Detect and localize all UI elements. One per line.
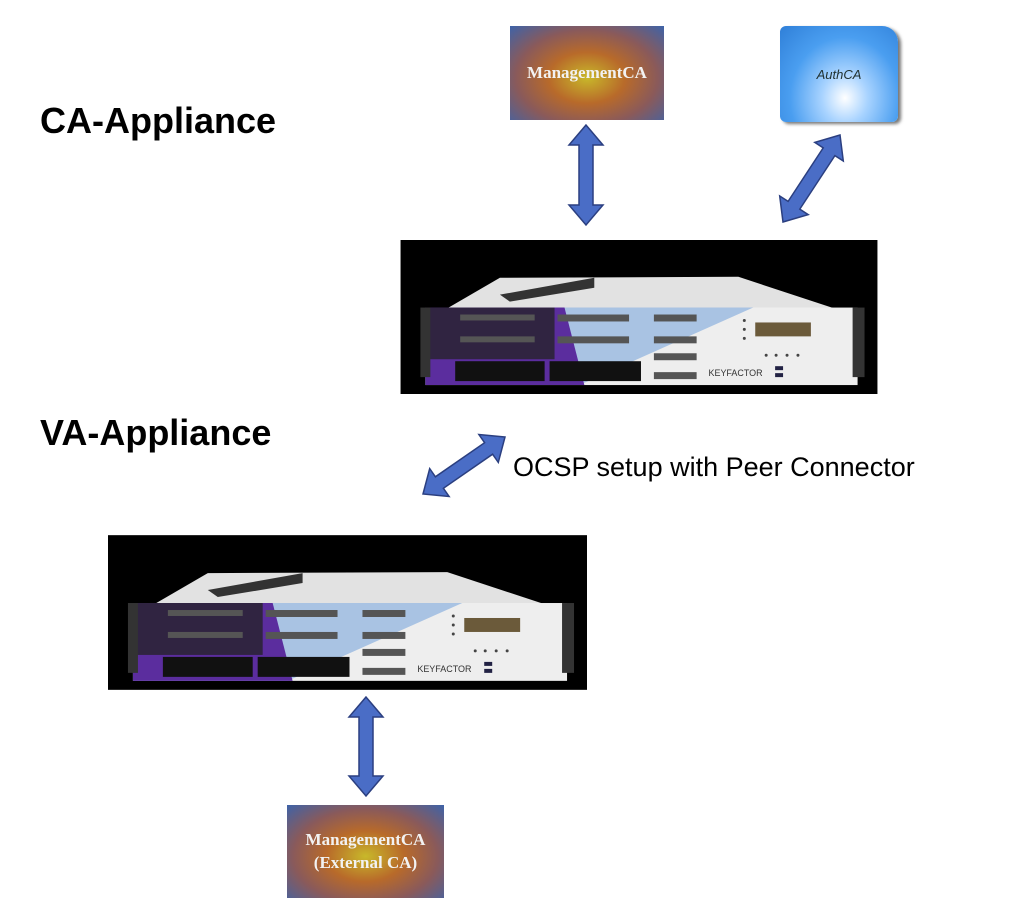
management-ca-box: ManagementCA	[510, 26, 664, 120]
auth-ca-box: AuthCA	[780, 26, 898, 122]
arrow-ca-va-double-arrow	[422, 433, 506, 498]
ca-appliance-image: KEYFACTOR	[400, 240, 878, 394]
va-appliance-image: KEYFACTOR	[108, 535, 587, 690]
ca-appliance-heading: CA-Appliance	[40, 100, 277, 141]
external-ca-label-2: (External CA)	[313, 852, 418, 872]
va-appliance-heading: VA-Appliance	[40, 412, 272, 453]
ca-appliance-brand: KEYFACTOR	[709, 368, 764, 378]
va-appliance-brand: KEYFACTOR	[417, 664, 472, 674]
ocsp-label: OCSP setup with Peer Connector	[513, 452, 915, 482]
management-ca-label: ManagementCA	[527, 62, 647, 82]
external-ca-label-1: ManagementCA	[305, 829, 426, 849]
arrow-ca-management-double-arrow	[567, 123, 605, 227]
auth-ca-label: AuthCA	[816, 66, 862, 82]
arrow-va-external-double-arrow	[347, 695, 385, 798]
arrow-ca-auth-double-arrow	[778, 134, 845, 223]
external-ca-box: ManagementCA (External CA)	[287, 805, 444, 898]
